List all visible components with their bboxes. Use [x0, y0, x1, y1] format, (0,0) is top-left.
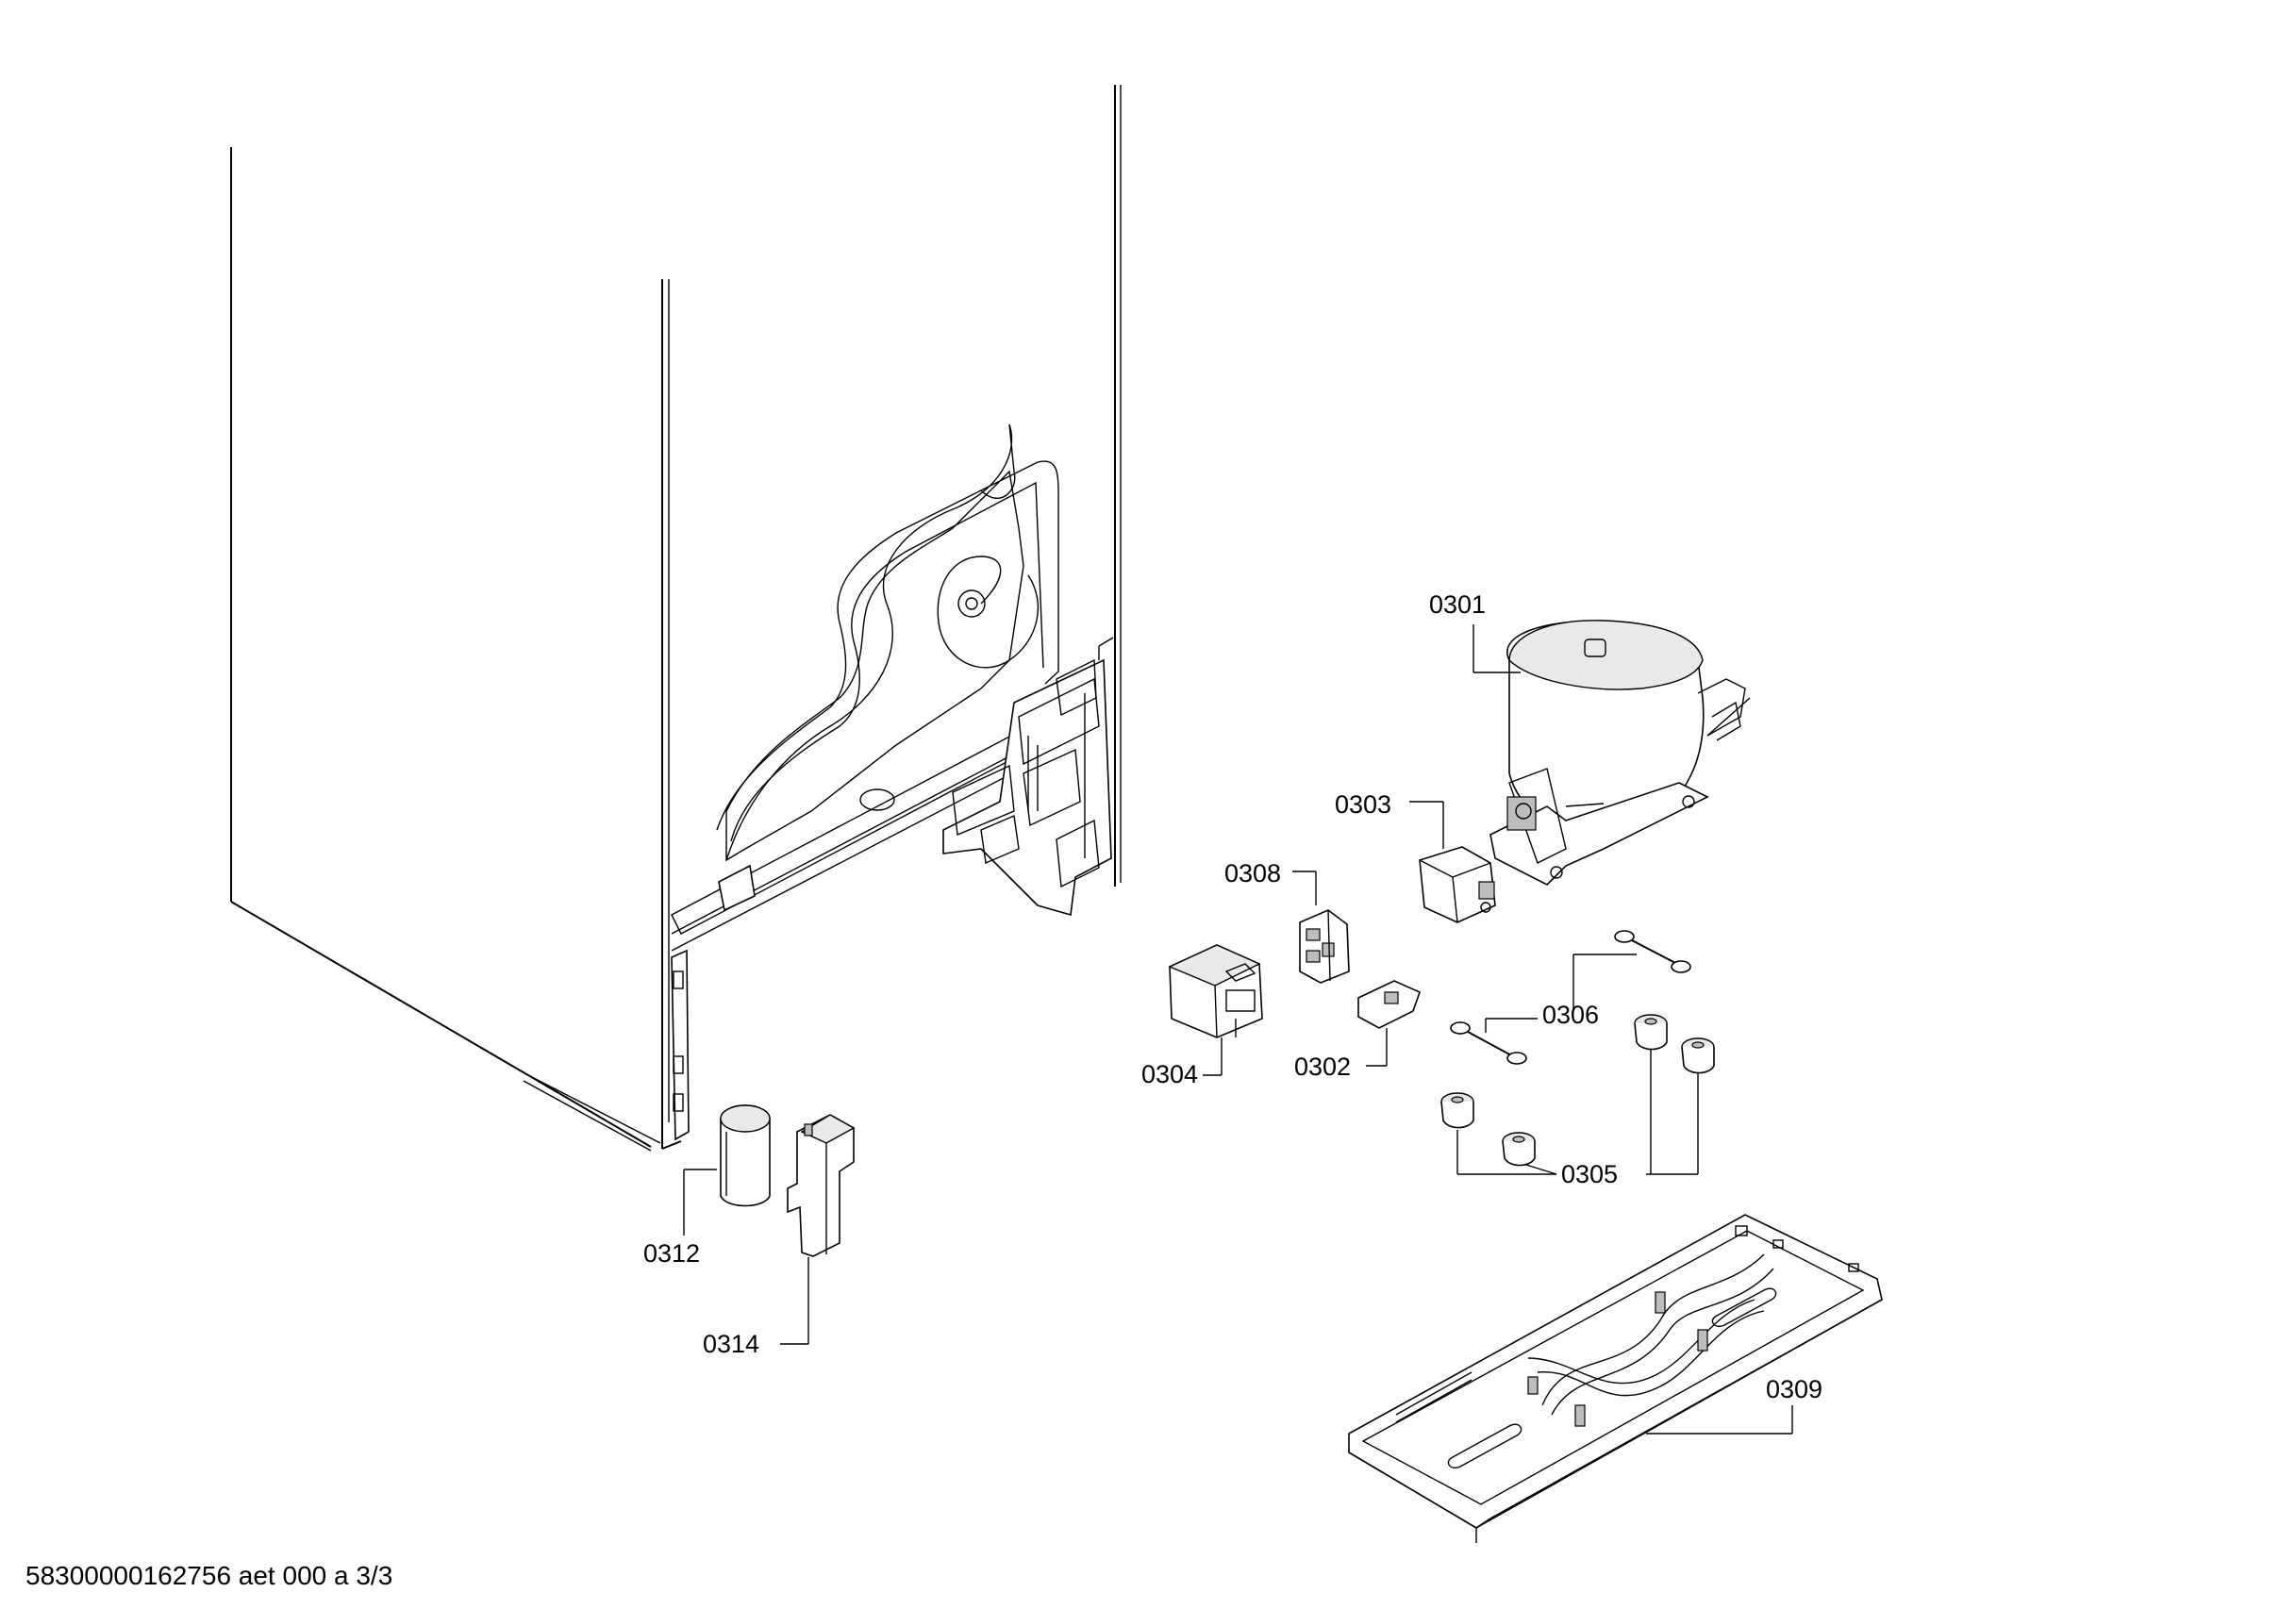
clip-0302 [1357, 980, 1421, 1029]
filter-dryer-0312 [720, 1104, 771, 1207]
label-0305: 0305 [1561, 1160, 1618, 1188]
grommets-0305 [1440, 1014, 1715, 1167]
relay-0303 [1419, 846, 1496, 923]
label-0309: 0309 [1766, 1375, 1822, 1403]
label-0306: 0306 [1542, 1001, 1599, 1029]
label-0308: 0308 [1224, 859, 1281, 887]
label-0302: 0302 [1294, 1053, 1351, 1081]
relay-box-0304 [1168, 944, 1263, 1038]
refrigerator-cabinet [230, 85, 1122, 1152]
label-0314: 0314 [703, 1330, 759, 1358]
leader-0305 [1456, 1049, 1699, 1175]
label-0312: 0312 [643, 1239, 700, 1268]
base-plate-0309 [1348, 1214, 1883, 1543]
label-0303: 0303 [1335, 790, 1391, 819]
terminal-0308 [1299, 909, 1350, 984]
document-footer: 58300000162756 aet 000 a 3/3 [25, 1561, 392, 1590]
compressor-0301 [1489, 620, 1751, 886]
label-0304: 0304 [1141, 1060, 1198, 1088]
label-0301: 0301 [1429, 590, 1486, 619]
bracket-0314 [787, 1114, 856, 1257]
pins-0306 [1450, 930, 1691, 1065]
